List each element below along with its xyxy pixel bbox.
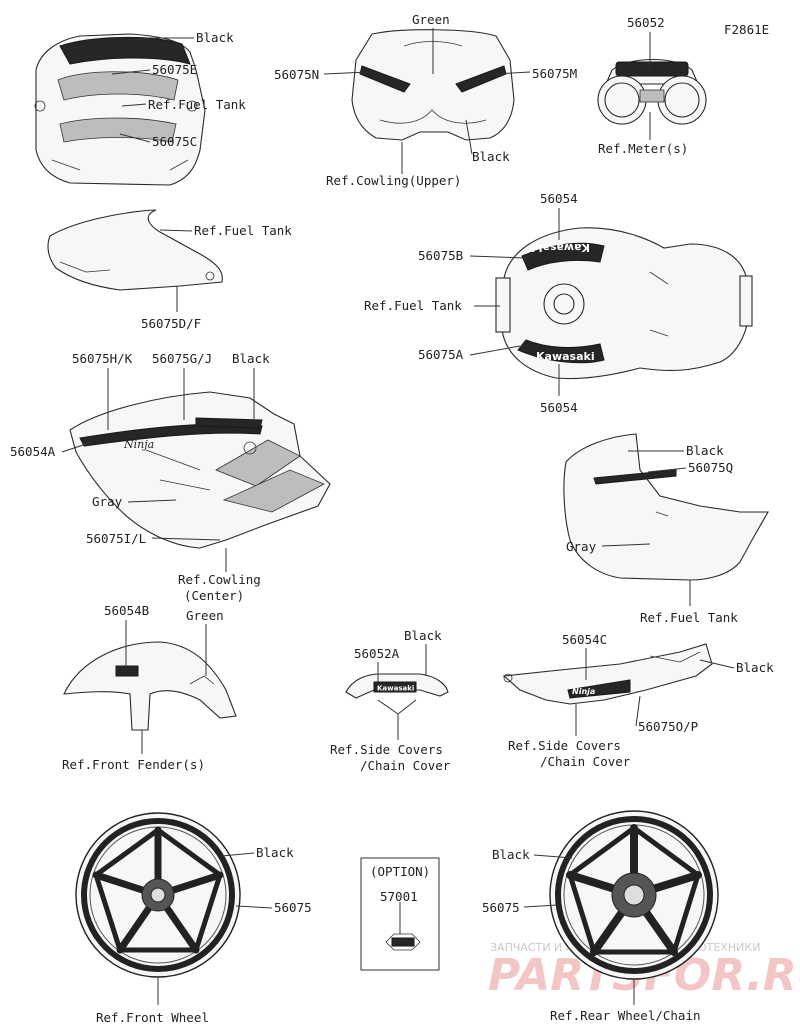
label-ref-side-covers-2b: /Chain Cover [540,754,631,769]
label-56054-bottom: 56054 [540,400,578,415]
label-option: (OPTION) [370,864,430,879]
tank-side-part [47,209,223,291]
label-56075N: 56075N [274,67,319,82]
figure-code: F2861E [724,22,769,37]
label-ref-side-covers-1b: /Chain Cover [360,758,451,773]
label-ref-side-covers-2a: Ref.Side Covers [508,738,621,753]
label-56075A: 56075A [418,347,464,362]
label-56075DF: 56075D/F [141,316,201,331]
label-ref-side-covers-1a: Ref.Side Covers [330,742,443,757]
label-black-rear-wheel: Black [492,847,530,862]
fuel-tank-part: Kawasaki Kawasaki [495,227,753,380]
tank-side-cover-part [563,433,769,581]
label-ref-fuel-tank-2: Ref.Fuel Tank [194,223,292,238]
label-black-cover-small: Black [404,628,442,643]
rear-wheel-part [549,810,719,980]
label-black-center: Black [232,351,270,366]
label-56054C: 56054C [562,632,607,647]
option-box [360,857,440,971]
label-57001: 57001 [380,889,418,904]
label-ref-cowling-center-2: (Center) [184,588,244,603]
label-ref-fuel-tank-4: Ref.Fuel Tank [640,610,738,625]
label-56075GJ: 56075G/J [152,351,212,366]
label-56075Q: 56075Q [688,460,733,475]
label-gray-side: Gray [566,539,597,554]
label-56052: 56052 [627,15,665,30]
tank-logo-top: Kawasaki [531,241,590,254]
label-56075IL: 56075I/L [86,531,146,546]
label-56075HK: 56075H/K [72,351,133,366]
label-56054-top: 56054 [540,191,578,206]
fairing-logo: Ninja [123,438,154,451]
label-ref-front-wheel: Ref.Front Wheel [96,1010,209,1025]
upper-cowling-part [351,29,515,141]
label-ref-cowling-upper: Ref.Cowling(Upper) [326,173,461,188]
meter-panel-part [597,58,707,125]
label-ref-cowling-center-1: Ref.Cowling [178,572,261,587]
label-56075-rear: 56075 [482,900,520,915]
front-fender-part [63,641,237,731]
label-gray-center: Gray [92,494,123,509]
cover-logo: Kawasaki [377,685,414,693]
label-ref-rear-wheel: Ref.Rear Wheel/Chain [550,1008,701,1023]
label-ref-fuel-tank-3: Ref.Fuel Tank [364,298,462,313]
label-black-tank-top: Black [196,30,234,45]
label-56075OP: 56075O/P [638,719,698,734]
label-56075M: 56075M [532,66,577,81]
label-56075C: 56075C [152,134,197,149]
label-ref-front-fender: Ref.Front Fender(s) [62,757,205,772]
label-ref-fuel-tank-1: Ref.Fuel Tank [148,97,246,112]
label-56075B: 56075B [418,248,463,263]
label-black-cover-large: Black [736,660,774,675]
front-wheel-part [75,812,241,978]
label-green-cowl: Green [412,12,450,27]
label-56075-front: 56075 [274,900,312,915]
label-56052A: 56052A [354,646,400,661]
small-side-cover-part: Kawasaki [345,673,449,699]
tank-logo-bottom: Kawasaki [536,350,595,363]
label-black-side: Black [686,443,724,458]
label-green-fender: Green [186,608,224,623]
side-cover-logo: Ninja [572,687,595,696]
label-56054B: 56054B [104,603,149,618]
center-cowling-part: Ninja [69,391,331,549]
label-black-cowl: Black [472,149,510,164]
label-56075E: 56075E [152,62,197,77]
label-56054A: 56054A [10,444,56,459]
tank-top-decal-part [34,33,206,186]
label-ref-meters: Ref.Meter(s) [598,141,688,156]
large-side-cover-part: Ninja [502,643,713,705]
label-black-front-wheel: Black [256,845,294,860]
